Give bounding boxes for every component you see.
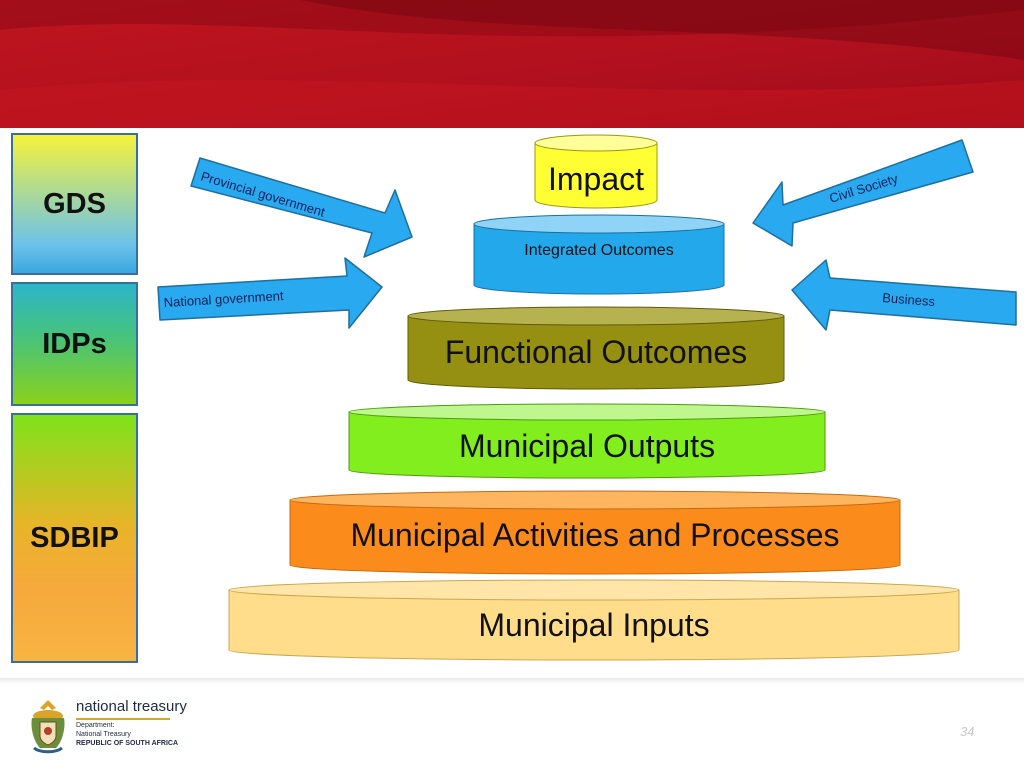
page-number: 34 (960, 724, 975, 739)
arrow-national-label: National government (163, 288, 284, 310)
gds-box: GDS (11, 133, 138, 275)
layer-activities-label: Municipal Activities and Processes (350, 517, 839, 553)
arrow-national: National government (157, 257, 383, 329)
sdbip-label: SDBIP (30, 521, 119, 554)
sdbip-box: SDBIP (11, 413, 138, 663)
idps-box: IDPs (11, 282, 138, 406)
layer-integrated-label: Integrated Outcomes (524, 242, 673, 259)
layer-impact-label: Impact (548, 161, 644, 197)
layer-inputs-label: Municipal Inputs (478, 607, 709, 643)
idps-label: IDPs (42, 328, 107, 360)
layer-inputs: Municipal Inputs (228, 579, 960, 661)
layer-activities: Municipal Activities and Processes (289, 490, 901, 575)
logo-national-treasury: National Treasury (76, 731, 131, 738)
gds-label: GDS (43, 187, 106, 220)
header-banner (0, 0, 1024, 128)
logo-department: Department: (76, 722, 115, 729)
layer-outputs-label: Municipal Outputs (459, 428, 715, 464)
arrow-business-label: Business (882, 290, 936, 309)
national-treasury-logo: national treasury Department: National T… (26, 698, 187, 754)
logo-name: national treasury (76, 698, 187, 715)
layer-impact: Impact (534, 134, 658, 209)
footer-divider (0, 678, 1024, 684)
arrow-provincial: Provincial government (190, 157, 413, 258)
coat-of-arms-icon (31, 700, 65, 754)
layer-integrated: Integrated Outcomes (473, 214, 725, 295)
layer-outputs: Municipal Outputs (348, 403, 826, 479)
logo-divider (76, 718, 170, 720)
layer-functional-label: Functional Outcomes (445, 334, 747, 370)
arrow-civil-society: Civil Society (752, 139, 974, 247)
layer-functional: Functional Outcomes (407, 306, 785, 390)
arrow-business: Business (791, 259, 1017, 331)
logo-country: REPUBLIC OF SOUTH AFRICA (76, 740, 179, 747)
